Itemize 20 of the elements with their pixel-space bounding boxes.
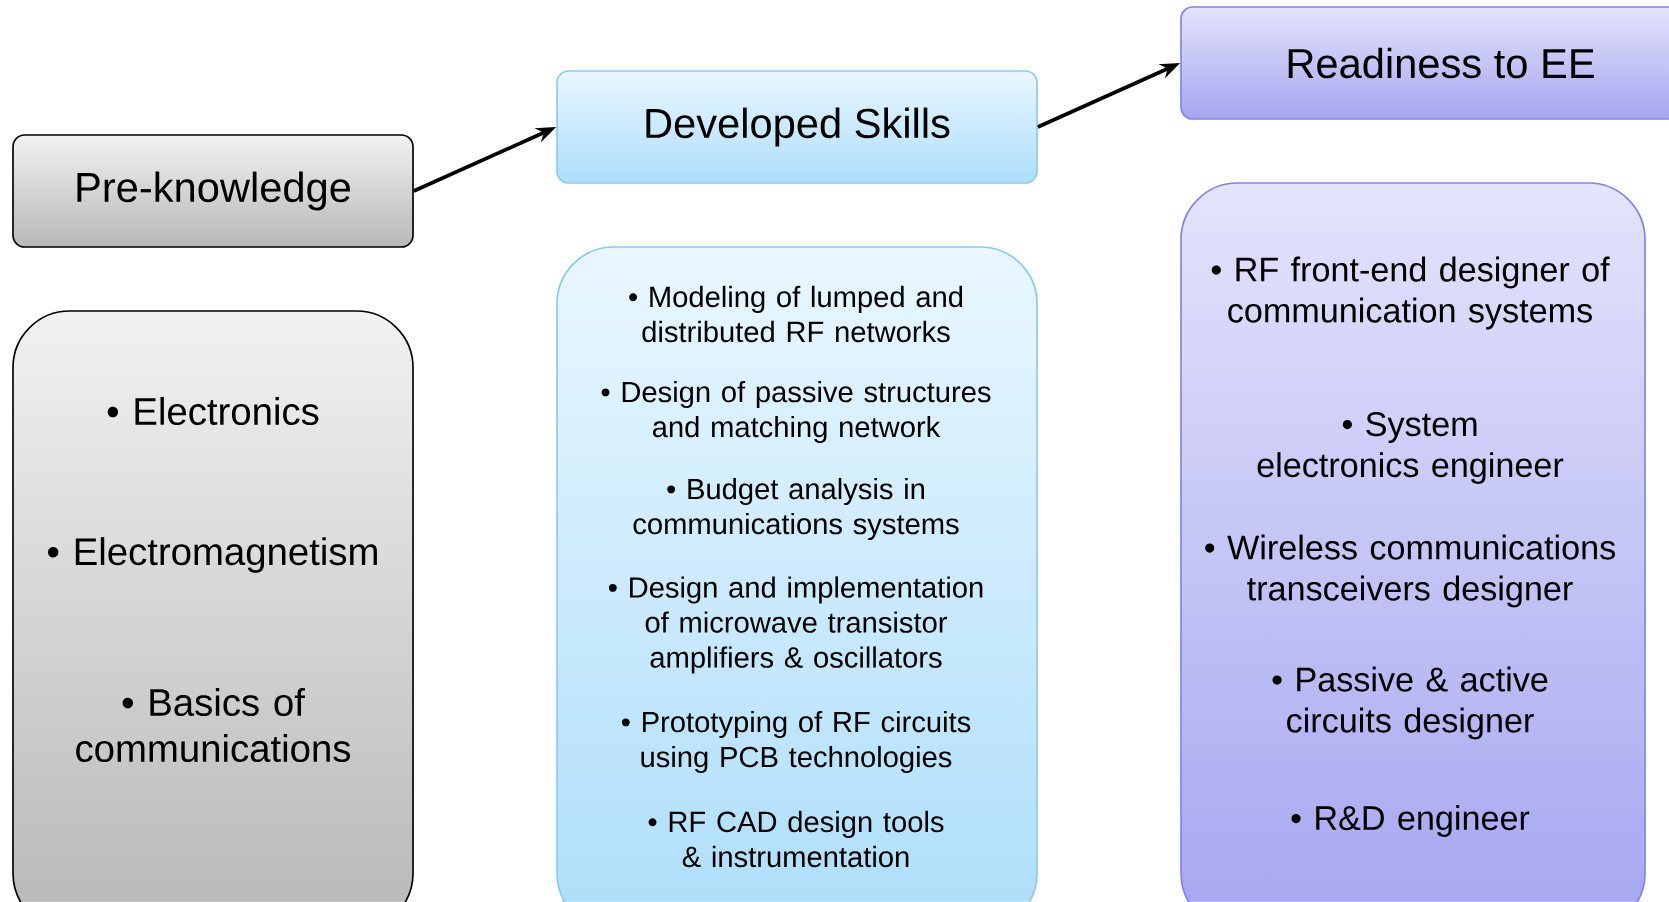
list-box <box>1180 182 1646 902</box>
header-box: Readiness to EE <box>1180 6 1669 120</box>
bullet-item: • Design of passive structures and matching network <box>601 380 991 444</box>
bullet-item: • RF CAD design tools & instrumentation <box>648 810 944 868</box>
bullet-item: • Design and implementation of microwave transistor amplifiers & oscillators <box>608 576 983 674</box>
bullet-item: • Basics of communications <box>76 687 351 763</box>
bullet-item: • System electronics engineer <box>1257 412 1564 484</box>
bullet-item: • RF front-end designer of communication systems <box>1211 256 1610 330</box>
bullet-item: • Prototyping of RF circuits using PCB technologies <box>621 710 971 774</box>
bullet-item: • Electromagnetism <box>48 537 377 573</box>
header-box: Pre-knowledge <box>12 134 414 248</box>
bullet-item: • Electronics <box>107 396 319 426</box>
bullet-item: • Budget analysis in communications systems <box>633 477 959 541</box>
list-box <box>12 310 414 902</box>
bullet-item: • R&D engineer <box>1291 805 1530 837</box>
list-box <box>556 246 1038 902</box>
bullet-item: • Modeling of lumped and distributed RF networks <box>629 285 963 343</box>
header-box: Developed Skills <box>556 70 1038 184</box>
bullet-item: • Passive & active circuits designer <box>1272 666 1548 740</box>
bullet-item: • Wireless communications transceivers designer <box>1205 534 1615 608</box>
